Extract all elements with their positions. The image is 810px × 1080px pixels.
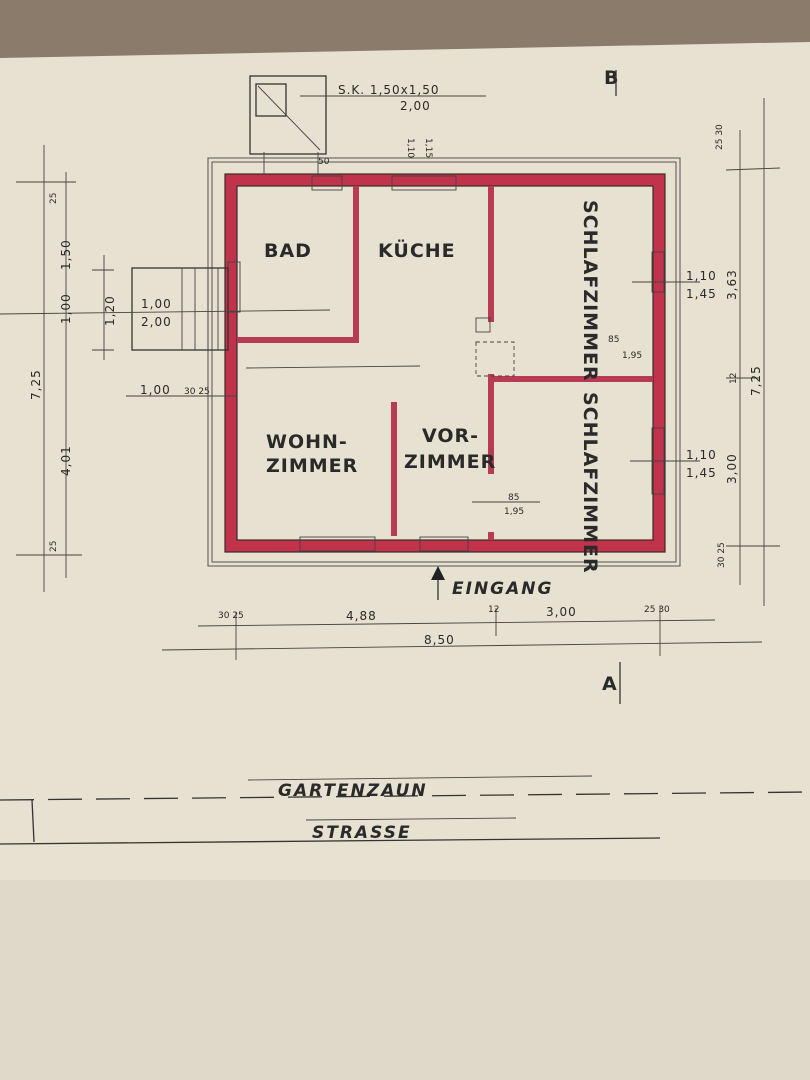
- section-mark-bottom: A: [602, 673, 618, 695]
- dim-wall-mid: 12: [488, 605, 499, 615]
- bedroom-top-window-a: 1,10: [686, 269, 717, 283]
- plinth-inner-outline: [211, 161, 677, 563]
- kitchen-window-label-a: 1,10: [405, 138, 415, 158]
- dim-right-top-wall: 25 30: [715, 124, 725, 150]
- chimney-flue: [255, 83, 287, 117]
- garden-fence-line: [0, 791, 810, 801]
- dim-left-wall-bottom: 25: [49, 541, 59, 552]
- paper-shadow: [0, 880, 810, 1080]
- chimney-height-label: 2,00: [400, 99, 431, 113]
- room-bath: BAD: [264, 240, 312, 262]
- garden-fence-label: GARTENZAUN: [278, 781, 428, 801]
- room-living-line1: WOHN-: [266, 431, 348, 453]
- chimney-box: [249, 75, 327, 155]
- door-bedroom-top: [486, 322, 496, 374]
- door-bedroom-top-a: 85: [608, 335, 619, 345]
- entrance-label: EINGANG: [452, 579, 553, 599]
- dim-wall-left: 30 25: [218, 611, 244, 621]
- dim-left-part: 4,88: [346, 609, 377, 623]
- dim-wall-right: 25 30: [644, 605, 670, 615]
- bedroom-bottom-window-a: 1,10: [686, 448, 717, 462]
- door-hall-b: 1,95: [504, 507, 524, 517]
- exterior-wall-outer-edge: [224, 173, 666, 553]
- chimney-label: S.K. 1,50x1,50: [338, 83, 439, 97]
- street-label: STRASSE: [312, 823, 412, 843]
- dim-right-mid-wall: 12: [729, 373, 739, 384]
- room-kitchen: KÜCHE: [378, 238, 456, 262]
- dim-total-depth-left: 7,25: [29, 369, 43, 400]
- street-edge-line: [0, 837, 661, 845]
- window-bedroom-top: [651, 251, 665, 293]
- stove-marker: [475, 317, 491, 333]
- porch-axis-line: [0, 309, 331, 315]
- dim-left-wall-top: 25: [49, 193, 59, 204]
- entrance-door: [419, 536, 469, 552]
- porch: [131, 267, 229, 351]
- chimney-diagonal: [257, 85, 321, 151]
- door-bedroom-top-b: 1,95: [622, 351, 642, 361]
- garden-fence-label-line: [247, 775, 593, 781]
- fence-post: [31, 799, 35, 843]
- exterior-wall-inner-edge: [236, 185, 654, 541]
- side-entry-label: 1,00: [140, 383, 171, 397]
- window-kitchen: [391, 175, 457, 191]
- dim-left-lower: 4,01: [59, 445, 73, 476]
- street-label-line: [305, 817, 517, 821]
- room-hall-line2: ZIMMER: [404, 451, 496, 473]
- window-living: [299, 536, 376, 552]
- bedroom-top-window-b: 1,45: [686, 287, 717, 301]
- paper-sheet: [0, 42, 810, 1080]
- dim-total-width: 8,50: [424, 633, 455, 647]
- window-bath: [311, 175, 343, 191]
- bedroom-bottom-window-b: 1,45: [686, 466, 717, 480]
- room-living-line2: ZIMMER: [266, 455, 358, 477]
- exterior-wall: [225, 174, 665, 552]
- section-mark-top: B: [604, 67, 619, 89]
- entrance-arrow-icon: [431, 566, 445, 580]
- porch-depth-label: 2,00: [141, 315, 172, 329]
- room-bedroom-top: SCHLAFZIMMER: [579, 200, 601, 382]
- dim-steps: 1,20: [103, 295, 117, 326]
- porch-width-label: 1,00: [141, 297, 172, 311]
- dim-right-part: 3,00: [546, 605, 577, 619]
- dim-tick-right-top: [725, 167, 781, 171]
- plinth-outline: [207, 157, 681, 567]
- dim-left-mid: 1,00: [59, 293, 73, 324]
- dim-chain-lower: [161, 641, 763, 651]
- room-hall-line1: VOR-: [422, 425, 479, 447]
- door-hall-a: 85: [508, 493, 519, 503]
- dim-right-bottom-wall: 30 25: [717, 542, 727, 568]
- dim-total-depth-right: 7,25: [749, 365, 763, 396]
- dim-right-upper: 3,63: [725, 269, 739, 300]
- side-entry-small-label: 30 25: [184, 387, 210, 397]
- dim-left-upper: 1,50: [59, 239, 73, 270]
- door-bedroom-bottom: [486, 474, 496, 532]
- dim-right-lower: 3,00: [725, 453, 739, 484]
- room-bedroom-bottom: SCHLAFZIMMER: [579, 392, 601, 574]
- bath-window-label: 50: [318, 157, 330, 167]
- stove-area: [475, 341, 515, 377]
- dim-chain-upper: [197, 619, 716, 627]
- kitchen-window-label-b: 1,15: [423, 138, 433, 158]
- living-axis-line: [245, 365, 421, 369]
